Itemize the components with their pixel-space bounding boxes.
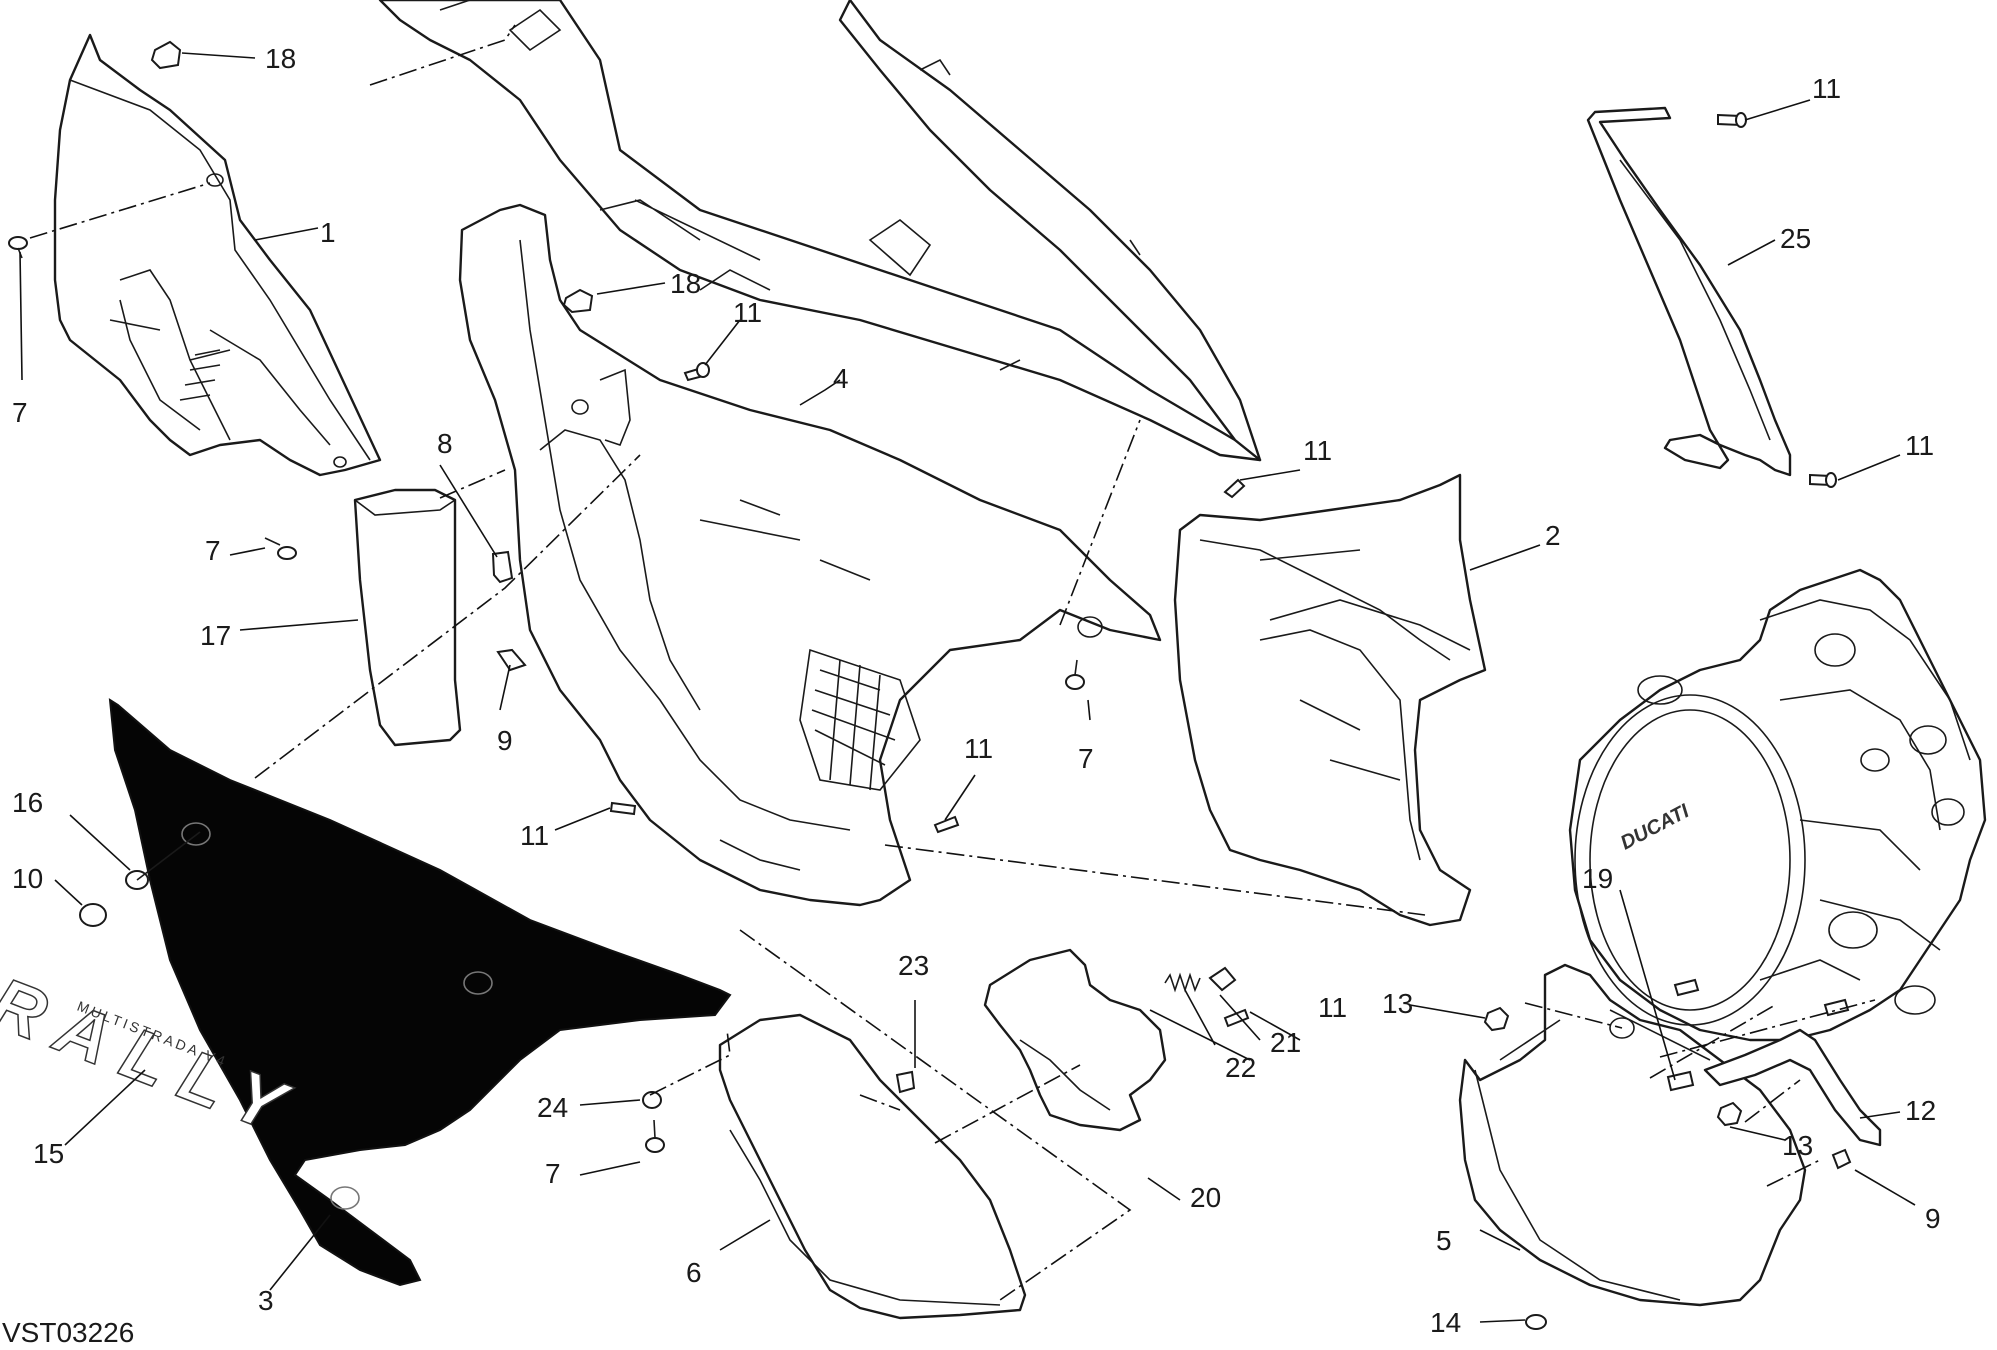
- callout-3: 3: [258, 1285, 274, 1316]
- callout-23: 23: [898, 950, 929, 981]
- bolt-10-icon: [79, 903, 107, 927]
- diagram-code: VST03226: [2, 1317, 134, 1348]
- nut-13b-icon: [1716, 1101, 1743, 1127]
- callout-18b: 18: [670, 268, 701, 299]
- clip-9b-icon: [1831, 1148, 1852, 1170]
- callout-20: 20: [1190, 1182, 1221, 1213]
- washer-24-icon: [642, 1091, 662, 1109]
- part-4-inner-fairing: [458, 203, 1162, 907]
- callout-7a: 7: [12, 397, 28, 428]
- callout-9b: 9: [1925, 1203, 1941, 1234]
- part-20-small-cover: [983, 948, 1167, 1132]
- clip-8-icon: [491, 550, 514, 584]
- leader-lines: [19, 52, 1916, 1323]
- callout-7b: 7: [205, 535, 221, 566]
- callout-11b: 11: [1812, 73, 1841, 104]
- callout-7c: 7: [1078, 743, 1094, 774]
- screw-11g-icon: [1223, 1008, 1250, 1028]
- callout-16: 16: [12, 787, 43, 818]
- callout-8: 8: [437, 428, 453, 459]
- callout-4: 4: [833, 363, 849, 394]
- callout-18a: 18: [265, 43, 296, 74]
- callout-6: 6: [686, 1257, 702, 1288]
- engine-cover: DUCATI: [1568, 568, 1987, 1042]
- screw-7d-icon: [645, 1119, 665, 1153]
- callout-11e: 11: [520, 820, 549, 851]
- screw-7a-icon: [8, 236, 28, 259]
- callout-13a: 13: [1382, 988, 1413, 1019]
- part-12-bracket: [1703, 1028, 1882, 1147]
- callout-11g: 11: [1318, 992, 1347, 1023]
- callout-11f: 11: [964, 733, 993, 764]
- callout-24: 24: [537, 1092, 568, 1123]
- screw-7c-icon: [1065, 659, 1085, 690]
- spring-22-icon: [1164, 972, 1201, 993]
- callout-11a: 11: [733, 297, 762, 328]
- callout-15: 15: [33, 1138, 64, 1169]
- part-17-narrow-panel: [353, 488, 462, 747]
- part-5-lower-cover: [1458, 963, 1807, 1307]
- callout-5: 5: [1436, 1225, 1452, 1256]
- callout-19: 19: [1582, 863, 1613, 894]
- screw-11b-icon: [1717, 112, 1747, 128]
- part-2-right-panel: [1173, 473, 1487, 927]
- callout-1: 1: [320, 217, 336, 248]
- screw-11f-icon: [933, 815, 960, 834]
- screw-11e-icon: [609, 801, 637, 816]
- callout-25: 25: [1780, 223, 1811, 254]
- clip-23-icon: [895, 1070, 916, 1094]
- nut-13a-icon: [1483, 1006, 1510, 1032]
- assembly-lines: [29, 24, 1876, 1301]
- clip-18a-icon: [150, 40, 182, 70]
- part-1-side-panel: [53, 33, 382, 477]
- upper-fairing: [378, 0, 1262, 462]
- clip-9a-icon: [496, 648, 527, 672]
- callout-2: 2: [1545, 520, 1561, 551]
- callout-11d: 11: [1303, 435, 1332, 466]
- callout-11c: 11: [1905, 430, 1934, 461]
- screw-14-icon: [1525, 1314, 1547, 1330]
- callout-17: 17: [200, 620, 231, 651]
- screw-11a-icon: [683, 362, 710, 382]
- callout-12: 12: [1905, 1095, 1936, 1126]
- callout-7d: 7: [545, 1158, 561, 1189]
- screw-11d-icon: [1223, 478, 1246, 499]
- bolt-engine-a-icon: [1673, 978, 1700, 997]
- part-6-lower-cover: [718, 1013, 1027, 1320]
- screw-7b-icon: [264, 537, 297, 560]
- clip-18b-icon: [562, 288, 594, 314]
- fasteners: [8, 40, 1852, 1330]
- bolt-engine-b-icon: [1823, 998, 1850, 1017]
- callout-9a: 9: [497, 725, 513, 756]
- part-25-bracket: [1586, 106, 1792, 477]
- callout-10: 10: [12, 863, 43, 894]
- holder-21-icon: [1208, 966, 1237, 992]
- callout-13b: 13: [1782, 1130, 1813, 1161]
- part-3-black-panel: [108, 698, 732, 1287]
- callout-21: 21: [1270, 1027, 1301, 1058]
- callout-14: 14: [1430, 1307, 1461, 1338]
- callout-22: 22: [1225, 1052, 1256, 1083]
- screw-11c-icon: [1809, 472, 1837, 488]
- callout-labels: 1 2 3 4 5 6 7 7 7 7 8 9 9 10 11 11 11 11…: [2, 43, 1941, 1348]
